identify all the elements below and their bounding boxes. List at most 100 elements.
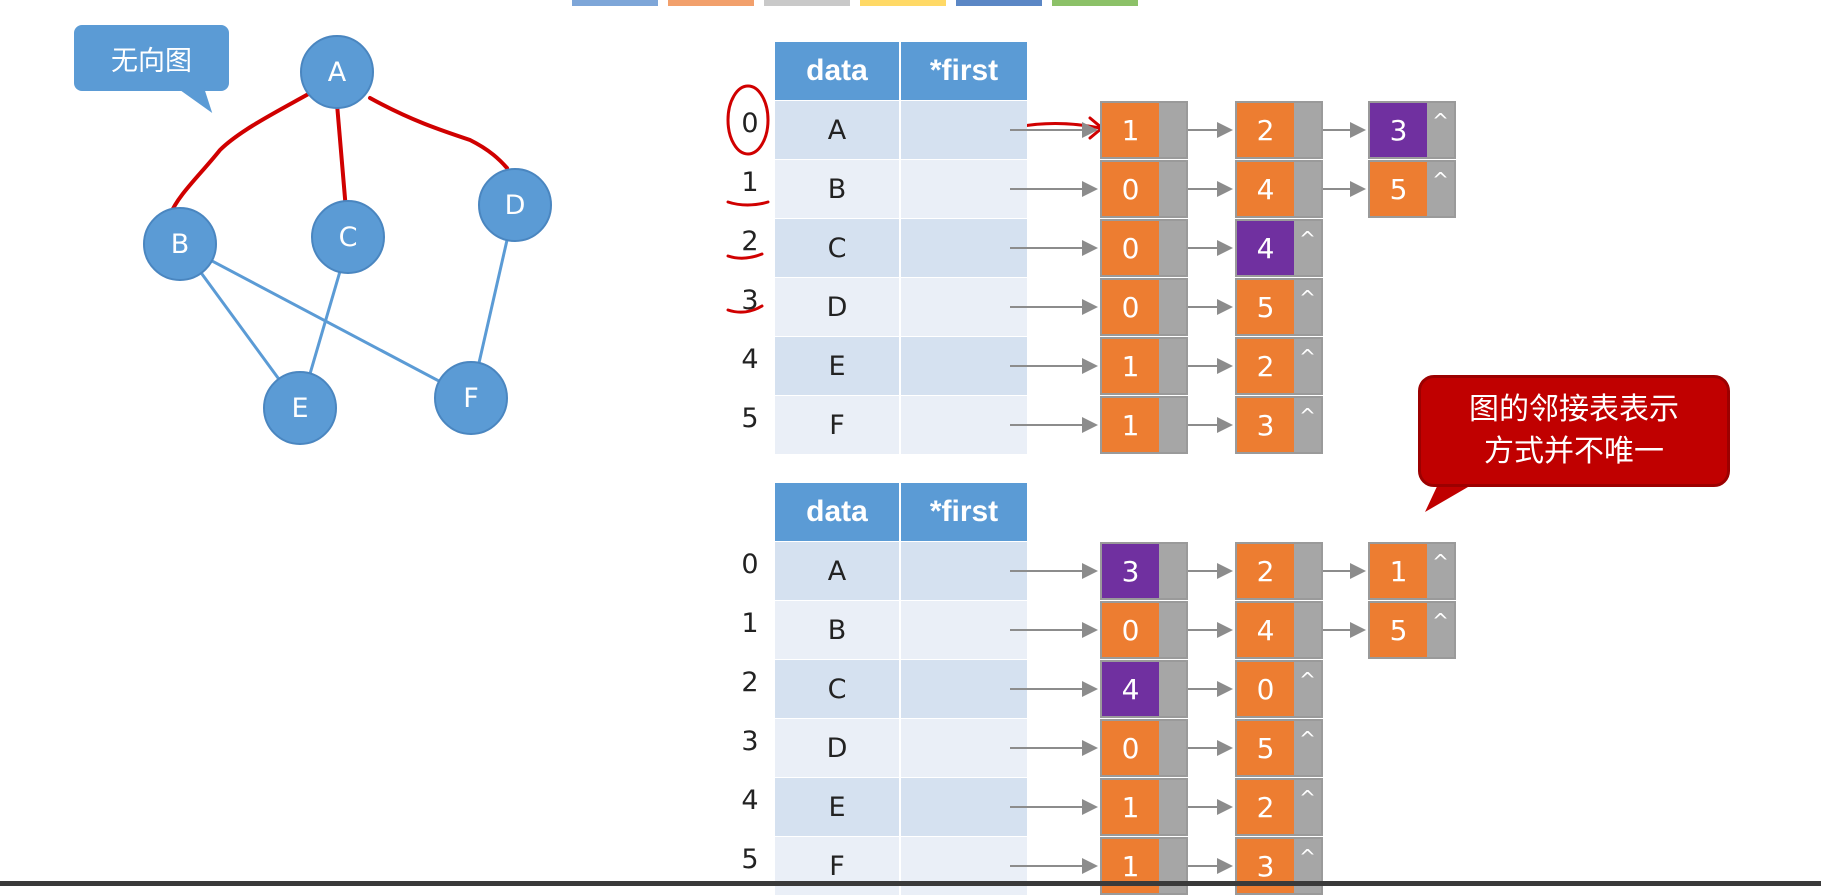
index-0-circle-mark bbox=[726, 84, 770, 156]
tab-strip-blue bbox=[572, 0, 658, 6]
edge-node-next-pointer bbox=[1294, 603, 1321, 657]
edge-node-null-pointer: ^ bbox=[1294, 339, 1321, 393]
row-index: 1 bbox=[741, 167, 759, 198]
edge-node: 0 bbox=[1100, 278, 1188, 336]
edge-node-null-pointer: ^ bbox=[1294, 221, 1321, 275]
edge-node: 5^ bbox=[1235, 719, 1323, 777]
row-data: D bbox=[775, 278, 899, 336]
edge-node-null-pointer: ^ bbox=[1427, 603, 1454, 657]
edge-node: 1 bbox=[1100, 778, 1188, 836]
row-index: 4 bbox=[741, 785, 759, 816]
edge-node-null-pointer: ^ bbox=[1294, 280, 1321, 334]
edge-node-next-pointer bbox=[1294, 162, 1321, 216]
row-data: F bbox=[775, 396, 899, 454]
edge-node-adjvex: 2 bbox=[1237, 103, 1294, 157]
underline-1-mark bbox=[726, 200, 770, 207]
edge-node-next-pointer bbox=[1159, 280, 1186, 334]
row-data: E bbox=[775, 778, 899, 836]
row-data: B bbox=[775, 601, 899, 659]
edge-node: 0 bbox=[1100, 601, 1188, 659]
edge-node-next-pointer bbox=[1159, 103, 1186, 157]
header-data: data bbox=[775, 483, 899, 541]
edge-node-next-pointer bbox=[1159, 339, 1186, 393]
edge-node: 1 bbox=[1100, 396, 1188, 454]
edge-node: 3 bbox=[1100, 542, 1188, 600]
edge-node: 5^ bbox=[1368, 160, 1456, 218]
edge-node-null-pointer: ^ bbox=[1294, 780, 1321, 834]
row-index: 5 bbox=[741, 844, 759, 875]
edge-node-adjvex: 0 bbox=[1102, 603, 1159, 657]
edge-node-next-pointer bbox=[1159, 544, 1186, 598]
edge-node-adjvex: 2 bbox=[1237, 544, 1294, 598]
edge-node: 3^ bbox=[1235, 396, 1323, 454]
row-index: 5 bbox=[741, 403, 759, 434]
table-row: B bbox=[775, 601, 1027, 659]
edge-node: 2 bbox=[1235, 542, 1323, 600]
table-row: E bbox=[775, 778, 1027, 836]
edge-node: 1 bbox=[1100, 837, 1188, 895]
table-row: E bbox=[775, 337, 1027, 395]
row-index: 2 bbox=[741, 667, 759, 698]
row-index: 4 bbox=[741, 344, 759, 375]
note-line-1: 图的邻接表表示 bbox=[1469, 392, 1679, 427]
bottom-edge-bar bbox=[0, 881, 1821, 886]
edge-node-next-pointer bbox=[1159, 603, 1186, 657]
row-first bbox=[901, 719, 1027, 777]
edge-node-next-pointer bbox=[1159, 221, 1186, 275]
row-first bbox=[901, 542, 1027, 600]
table-row: C bbox=[775, 660, 1027, 718]
edge-node-adjvex: 3 bbox=[1237, 398, 1294, 452]
node-d: D bbox=[478, 168, 552, 242]
node-c-label: C bbox=[338, 221, 358, 253]
row-first bbox=[901, 601, 1027, 659]
edge-node-adjvex: 0 bbox=[1102, 221, 1159, 275]
edge-node: 4^ bbox=[1235, 219, 1323, 277]
node-f: F bbox=[434, 361, 508, 435]
node-b-label: B bbox=[170, 228, 190, 260]
node-f-label: F bbox=[463, 382, 479, 414]
row-data: A bbox=[775, 542, 899, 600]
edge-node: 1^ bbox=[1368, 542, 1456, 600]
edge-node: 0 bbox=[1100, 219, 1188, 277]
edge-node-null-pointer: ^ bbox=[1294, 662, 1321, 716]
edge-node: 5^ bbox=[1235, 278, 1323, 336]
header-first: *first bbox=[901, 483, 1027, 541]
edge-node-adjvex: 4 bbox=[1237, 221, 1294, 275]
edge-node-adjvex: 0 bbox=[1102, 162, 1159, 216]
tab-strip-gray bbox=[764, 0, 850, 6]
edge-node-next-pointer bbox=[1159, 662, 1186, 716]
row-first bbox=[901, 278, 1027, 336]
row-first bbox=[901, 219, 1027, 277]
underline-2-mark bbox=[726, 252, 764, 260]
edge-node-next-pointer bbox=[1294, 103, 1321, 157]
edge-node: 0 bbox=[1100, 719, 1188, 777]
edge-node-next-pointer bbox=[1159, 721, 1186, 775]
edge-node: 1 bbox=[1100, 101, 1188, 159]
header-first: *first bbox=[901, 42, 1027, 100]
edge-node-null-pointer: ^ bbox=[1427, 162, 1454, 216]
edge-node: 1 bbox=[1100, 337, 1188, 395]
table-row: A bbox=[775, 101, 1027, 159]
table-row: C bbox=[775, 219, 1027, 277]
top-color-tabs bbox=[572, 0, 1138, 6]
row-first bbox=[901, 160, 1027, 218]
edge-node-adjvex: 1 bbox=[1370, 544, 1427, 598]
edge-node-adjvex: 3 bbox=[1102, 544, 1159, 598]
row-first bbox=[901, 778, 1027, 836]
edge-node: 4 bbox=[1235, 601, 1323, 659]
node-b: B bbox=[143, 207, 217, 281]
edge-node-adjvex: 5 bbox=[1237, 721, 1294, 775]
edge-a-b bbox=[168, 90, 314, 217]
row-index: 2 bbox=[741, 226, 759, 257]
edge-node: 0 bbox=[1100, 160, 1188, 218]
row-first bbox=[901, 337, 1027, 395]
tab-strip-darkblue bbox=[956, 0, 1042, 6]
tab-strip-orange bbox=[668, 0, 754, 6]
edge-node-next-pointer bbox=[1294, 544, 1321, 598]
graph-type-label: 无向图 bbox=[111, 45, 192, 77]
edge-node-adjvex: 0 bbox=[1237, 662, 1294, 716]
graph-type-callout: 无向图 bbox=[74, 25, 229, 91]
node-a-label: A bbox=[327, 56, 347, 88]
edge-node: 4 bbox=[1100, 660, 1188, 718]
